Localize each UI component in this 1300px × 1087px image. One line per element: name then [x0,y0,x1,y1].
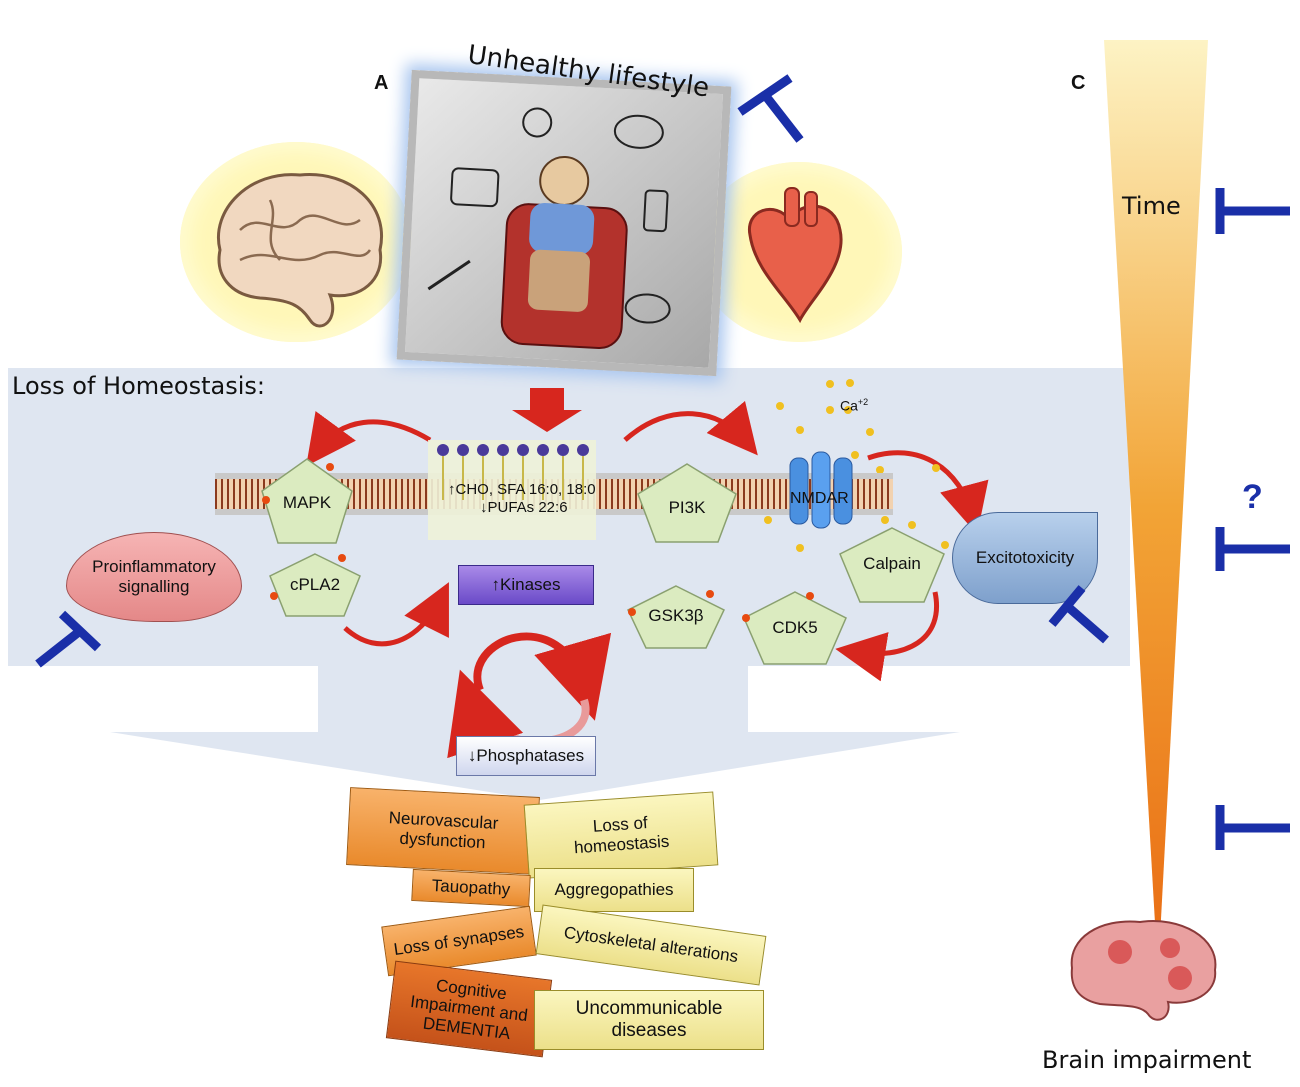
panel-letter-a: A [374,72,389,94]
cpla2-node: cPLA2 [266,550,364,620]
gsk3b-label: GSK3β [648,606,704,625]
excitotoxicity-label: Excitotoxicity [975,548,1075,567]
inhibit-lifestyle-icon [737,74,804,143]
nmdar-label: NMDAR [790,490,849,507]
heart-icon [748,187,843,324]
lipid-bilayer-icon [428,440,596,540]
uncommunicable-label: Uncommunicable diseases [575,998,723,1041]
healthy-brain-icon [217,173,383,328]
calpain-node: Calpain [836,524,948,606]
uncommunicable-box: Uncommunicable diseases [534,990,764,1050]
brain-impairment-label: Brain impairment [1042,1046,1252,1074]
couch-person-icon [427,107,671,350]
big-down-arrow [512,388,582,432]
proinflammatory-node: Proinflammatory signalling [66,532,242,622]
time-label: Time [1122,192,1181,220]
calpain-label: Calpain [863,554,921,573]
inhibit-proinflammatory-icon [35,610,102,668]
nmdar-channel-icon [789,451,853,529]
aggregopathies-box: Aggregopathies [534,868,694,912]
homeostasis-title: Loss of Homeostasis: [12,372,265,400]
inhibit-mid-icon [1215,527,1290,571]
lipid-change-line2: ↓PUFAs 22:6 [480,499,568,516]
cdk5-label: CDK5 [772,618,818,637]
inhibit-time-icon [1215,188,1290,234]
damaged-brain-icon [1070,920,1217,1021]
phosphatases-box: ↓Phosphatases [456,736,596,776]
aggregopathies-label: Aggregopathies [554,880,674,900]
calcium-symbol: Ca [840,397,858,414]
excitotoxicity-node: Excitotoxicity [952,512,1098,604]
mapk-label: MAPK [282,493,332,512]
cpla2-label: cPLA2 [289,575,341,594]
cdk5-node: CDK5 [740,588,850,668]
inhibit-late-icon [1215,805,1290,850]
lipid-change-line1: ↑CHO, SFA 16:0, 18:0 [448,481,596,498]
panel-letter-c: C [1071,72,1086,94]
question-mark: ? [1242,478,1263,516]
mapk-node: MAPK [258,455,356,547]
kinases-box: ↑Kinases [458,565,594,605]
phosphatases-label: ↓Phosphatases [467,746,585,766]
pi3k-label: PI3K [668,498,706,517]
calcium-charge: +2 [857,397,869,407]
lipid-changes-text: ↑CHO, SFA 16:0, 18:0 ↓PUFAs 22:6 [448,481,596,517]
proinflammatory-label: Proinflammatory signalling [92,557,216,596]
timeline-wedge [1104,40,1208,975]
kinases-label: ↑Kinases [491,575,561,595]
gsk3b-node: GSK3β [624,582,728,652]
inhibit-excitotoxicity-icon [1048,585,1109,644]
pi3k-node: PI3K [634,460,740,546]
calcium-label: Ca+2 [840,397,868,414]
lifestyle-picture [396,69,732,377]
